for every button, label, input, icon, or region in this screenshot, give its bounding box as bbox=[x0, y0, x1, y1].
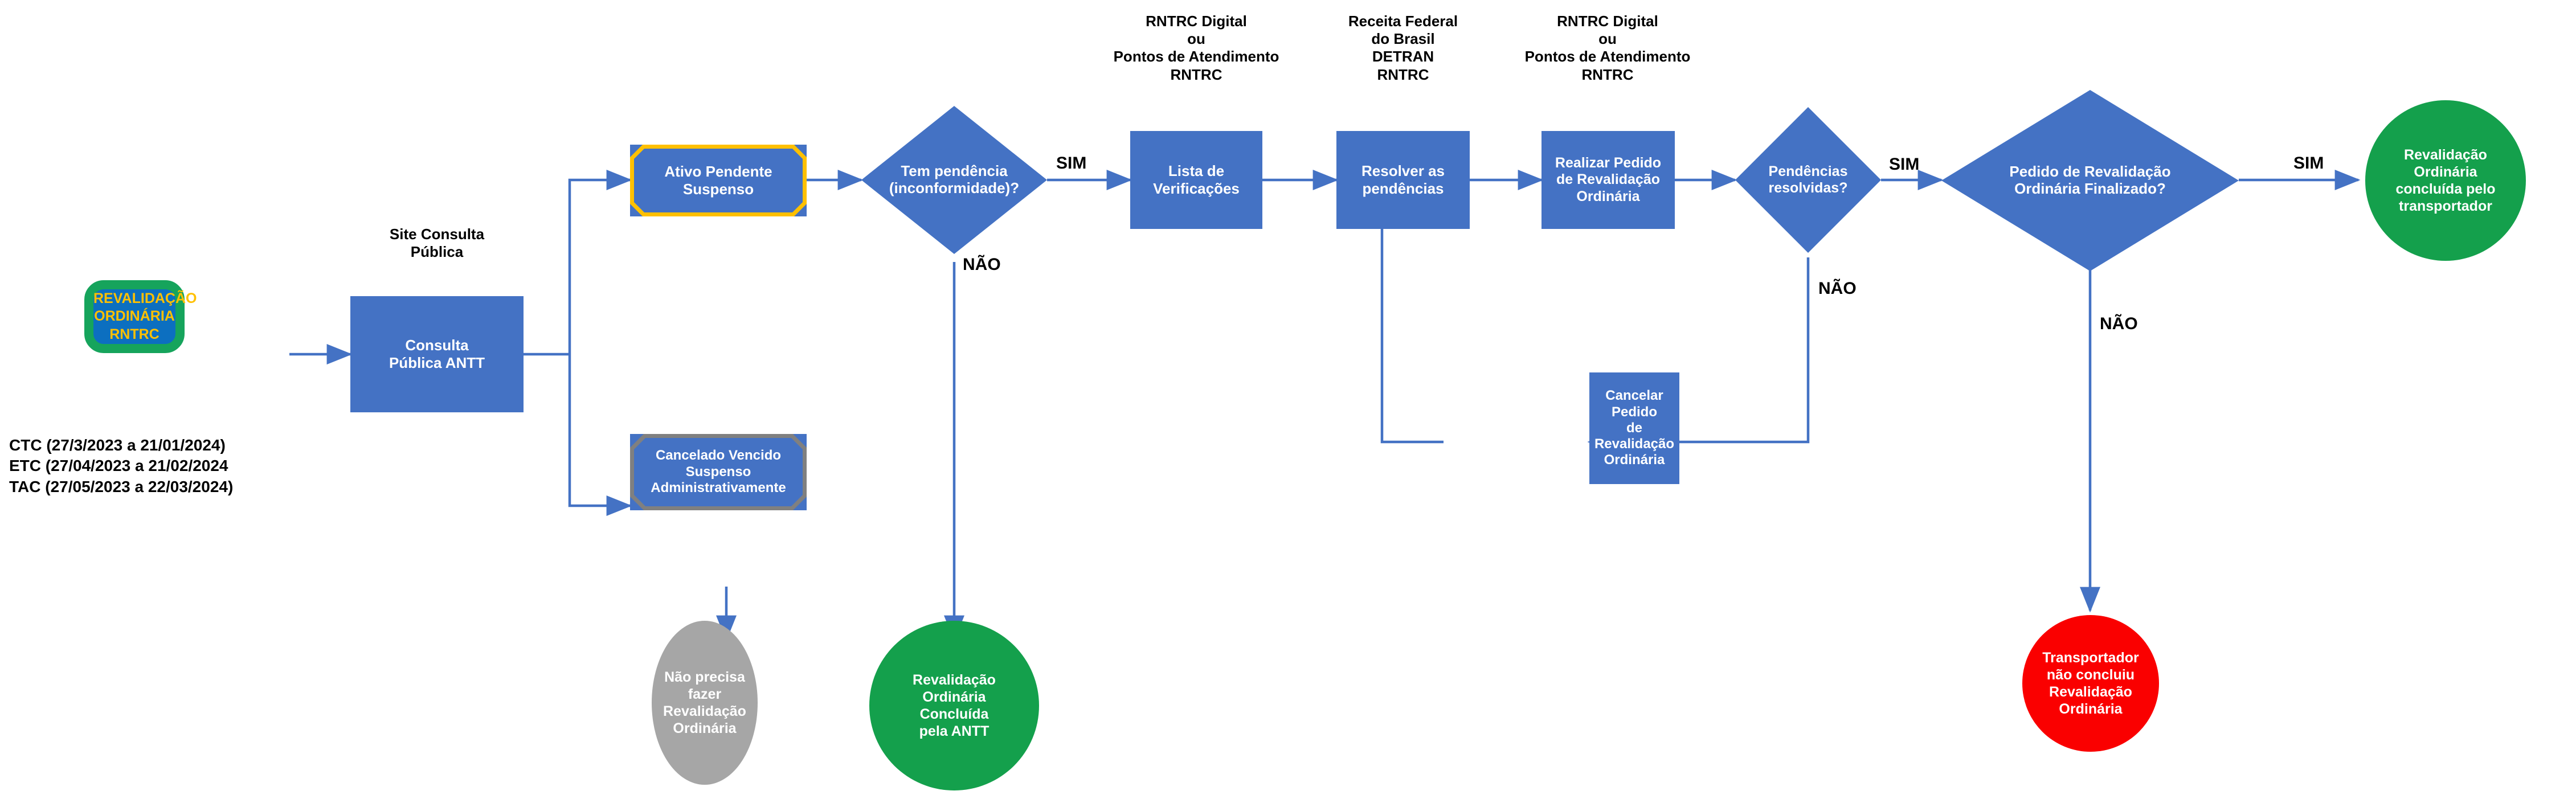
decision-tem-pendencia-label: Tem pendência (inconformidade)? bbox=[889, 162, 1020, 196]
process-resolver-as-pendencias[interactable]: Resolver as pendências bbox=[1336, 131, 1470, 229]
decision-pendencias-resolvidas[interactable]: Pendências resolvidas? bbox=[1735, 107, 1881, 253]
process-lista-de-verificacoes-label: Lista de Verificações bbox=[1153, 162, 1240, 197]
process-lista-de-verificacoes[interactable]: Lista de Verificações bbox=[1130, 131, 1262, 229]
status-node-cancelado-fill bbox=[634, 438, 803, 506]
edge-cancelar-to-resolver bbox=[1372, 203, 1444, 444]
end-node-revalidacao-concluida-antt[interactable]: Revalidação Ordinária Concluída pela ANT… bbox=[869, 621, 1039, 790]
start-node-label: REVALIDAÇÃO ORDINÁRIA RNTRC bbox=[93, 290, 197, 342]
end-node-transportador-nao-concluiu[interactable]: Transportador não concluiu Revalidação O… bbox=[2022, 615, 2159, 752]
end-node-nao-precisa-label: Não precisa fazer Revalidação Ordinária bbox=[663, 669, 746, 736]
end-node-revalidacao-concluida-transportador[interactable]: Revalidação Ordinária concluída pelo tra… bbox=[2365, 100, 2526, 261]
decision-pendencias-resolvidas-label: Pendências resolvidas? bbox=[1768, 163, 1848, 196]
caption-rntrc-digital-2: RNTRC Digital ou Pontos de Atendimento R… bbox=[1524, 13, 1691, 83]
end-node-concluida-antt-label: Revalidação Ordinária Concluída pela ANT… bbox=[913, 672, 996, 739]
end-node-concluida-transportador-label: Revalidação Ordinária concluída pelo tra… bbox=[2395, 147, 2496, 214]
process-cancelar-pedido-revalidacao-ordinaria[interactable]: Cancelar Pedido de Revalidação Ordinária bbox=[1589, 372, 1679, 484]
end-node-nao-precisa-revalidacao[interactable]: Não precisa fazer Revalidação Ordinária bbox=[652, 621, 758, 785]
edge-label-sim-3: SIM bbox=[2293, 154, 2324, 173]
status-node-cancelado-vencido-suspenso[interactable]: Cancelado Vencido Suspenso Administrativ… bbox=[630, 434, 807, 510]
dates-block: CTC (27/3/2023 a 21/01/2024) ETC (27/04/… bbox=[9, 436, 234, 495]
process-cancelar-pedido-label: Cancelar Pedido de Revalidação Ordinária bbox=[1594, 388, 1675, 468]
start-node-revalidacao-ordinaria-rntrc[interactable]: REVALIDAÇÃO ORDINÁRIA RNTRC bbox=[84, 280, 197, 353]
edge-label-sim-1: SIM bbox=[1056, 154, 1087, 173]
end-node-nao-concluiu-label: Transportador não concluiu Revalidação O… bbox=[2042, 650, 2139, 717]
edge-label-nao-2: NÃO bbox=[1818, 279, 1857, 298]
decision-tem-pendencia[interactable]: Tem pendência (inconformidade)? bbox=[861, 106, 1047, 254]
status-node-ativo-label: Ativo Pendente Suspenso bbox=[664, 162, 772, 198]
process-consulta-publica-antt-label: Consulta Pública ANTT bbox=[389, 337, 485, 371]
decision-pedido-finalizado-label: Pedido de Revalidação Ordinária Finaliza… bbox=[2009, 163, 2171, 197]
edge-split-to-cancelado bbox=[568, 354, 632, 516]
status-node-cancelado-label: Cancelado Vencido Suspenso Administrativ… bbox=[651, 447, 786, 496]
process-realizar-pedido-revalidacao-ordinaria[interactable]: Realizar Pedido de Revalidação Ordinária bbox=[1541, 131, 1675, 229]
edge-label-nao-3: NÃO bbox=[2100, 314, 2138, 333]
decision-pedido-revalidacao-finalizado[interactable]: Pedido de Revalidação Ordinária Finaliza… bbox=[1941, 90, 2239, 271]
process-resolver-as-pendencias-label: Resolver as pendências bbox=[1361, 162, 1445, 197]
caption-receita-federal: Receita Federal do Brasil DETRAN RNTRC bbox=[1348, 13, 1458, 83]
edge-label-sim-2: SIM bbox=[1889, 155, 1920, 174]
caption-rntrc-digital-1: RNTRC Digital ou Pontos de Atendimento R… bbox=[1113, 13, 1279, 83]
process-realizar-pedido-label: Realizar Pedido de Revalidação Ordinária bbox=[1555, 154, 1662, 204]
edge-label-nao-1: NÃO bbox=[963, 255, 1001, 274]
caption-site-consulta-publica: Site Consulta Pública bbox=[389, 226, 485, 261]
edge-split-to-ativo bbox=[568, 170, 632, 354]
status-node-ativo-pendente-suspenso[interactable]: Ativo Pendente Suspenso bbox=[630, 145, 807, 216]
process-consulta-publica-antt[interactable]: Consulta Pública ANTT bbox=[350, 296, 524, 412]
status-node-ativo-fill bbox=[634, 149, 803, 212]
